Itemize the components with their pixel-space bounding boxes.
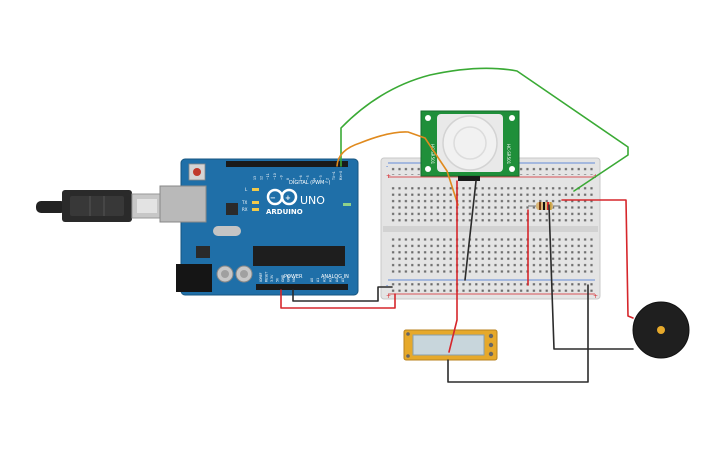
wire-black[interactable] [464, 180, 477, 281]
wire-green[interactable] [340, 67, 629, 192]
digital-header[interactable] [226, 161, 348, 167]
lcd-display[interactable] [403, 329, 498, 361]
model-label: UNO [300, 194, 325, 207]
digital-pin-label: ~5 [306, 175, 310, 180]
power-pin-label: RESET [265, 272, 269, 282]
pir-left-text: HC-SR501 [430, 144, 435, 165]
arduino-logo: − + [266, 188, 298, 206]
svg-text:+: + [386, 293, 391, 300]
pir-dome [442, 115, 498, 171]
svg-text:-: - [386, 163, 388, 170]
lcd-screen [412, 334, 485, 356]
reset-button-cap[interactable] [193, 168, 201, 176]
analog-pin-label: A0 [310, 278, 314, 282]
wire-red[interactable] [280, 289, 396, 309]
analog-label: ANALOG IN [321, 274, 349, 280]
analog-pin-label: A4 [335, 278, 339, 282]
digital-pin-label: 7 [293, 178, 297, 180]
wire-orange[interactable] [336, 131, 459, 206]
digital-pin-label: TX→1 [332, 171, 336, 181]
pir-sensor[interactable]: HC-SR501 HC-SR501 [420, 110, 520, 181]
wire-black[interactable] [447, 284, 589, 383]
wires [280, 67, 634, 383]
crystal [213, 226, 241, 236]
power-pin-label: GND [287, 274, 291, 282]
digital-pin-label: 8 [286, 178, 290, 180]
breadboard[interactable]: + - + - + + [380, 157, 601, 300]
wire-red[interactable] [448, 180, 458, 353]
svg-text:-: - [386, 282, 388, 289]
svg-text:+: + [285, 194, 291, 202]
brand-label: ARDUINO [266, 208, 303, 216]
power-pin-label: IOREF [259, 272, 263, 282]
wire-red[interactable] [561, 199, 634, 319]
digital-label: DIGITAL (PWM~) [289, 180, 331, 186]
arduino-uno-board[interactable]: − + ARDUINO UNO DIGITAL (PWM~) POWER ANA… [159, 158, 359, 296]
led-rx [252, 208, 259, 211]
digital-pin-label: 2 [326, 178, 330, 180]
pir-right-text: HC-SR501 [506, 144, 511, 165]
analog-pin-label: A5 [341, 278, 345, 282]
pir-pins[interactable] [458, 176, 480, 181]
atmega-chip [253, 246, 345, 266]
svg-text:+: + [593, 293, 598, 300]
digital-pin-label: ~6 [299, 175, 303, 180]
svg-text:TX: TX [241, 200, 247, 205]
digital-pin-label: 13 [253, 176, 257, 180]
svg-text:−: − [270, 194, 276, 202]
led-on [343, 203, 351, 206]
wire-black[interactable] [292, 286, 393, 302]
led-tx [252, 201, 259, 204]
power-pin-label: 3.3V [270, 274, 274, 282]
led-l [252, 188, 259, 191]
digital-pin-label: RX←0 [339, 171, 343, 180]
wire-black[interactable] [548, 204, 634, 350]
digital-pin-label: ~9 [279, 175, 283, 180]
digital-pin-label: ~3 [319, 175, 323, 180]
regulator [196, 246, 210, 258]
analog-pin-label: A2 [322, 278, 326, 282]
power-label: POWER [284, 274, 303, 280]
digital-pin-label: ~10 [273, 173, 277, 180]
power-pin-label: 5V [276, 277, 280, 282]
digital-pin-label: 4 [312, 178, 316, 180]
svg-text:+: + [386, 173, 391, 180]
power-pin-label: GND [281, 274, 285, 282]
usb-port[interactable] [159, 185, 207, 223]
usb-cable [36, 190, 163, 222]
power-jack[interactable] [176, 264, 212, 292]
analog-pin-label: A1 [316, 278, 320, 282]
digital-pin-label: 12 [260, 176, 264, 180]
small-chip [226, 203, 238, 215]
svg-text:RX: RX [242, 207, 248, 212]
power-analog-header[interactable] [256, 284, 348, 290]
analog-pin-label: A3 [329, 278, 333, 282]
power-pin-label: Vin [292, 277, 296, 282]
digital-pin-label: ~11 [266, 173, 270, 180]
buzzer[interactable] [632, 301, 690, 359]
svg-text:L: L [245, 187, 248, 192]
